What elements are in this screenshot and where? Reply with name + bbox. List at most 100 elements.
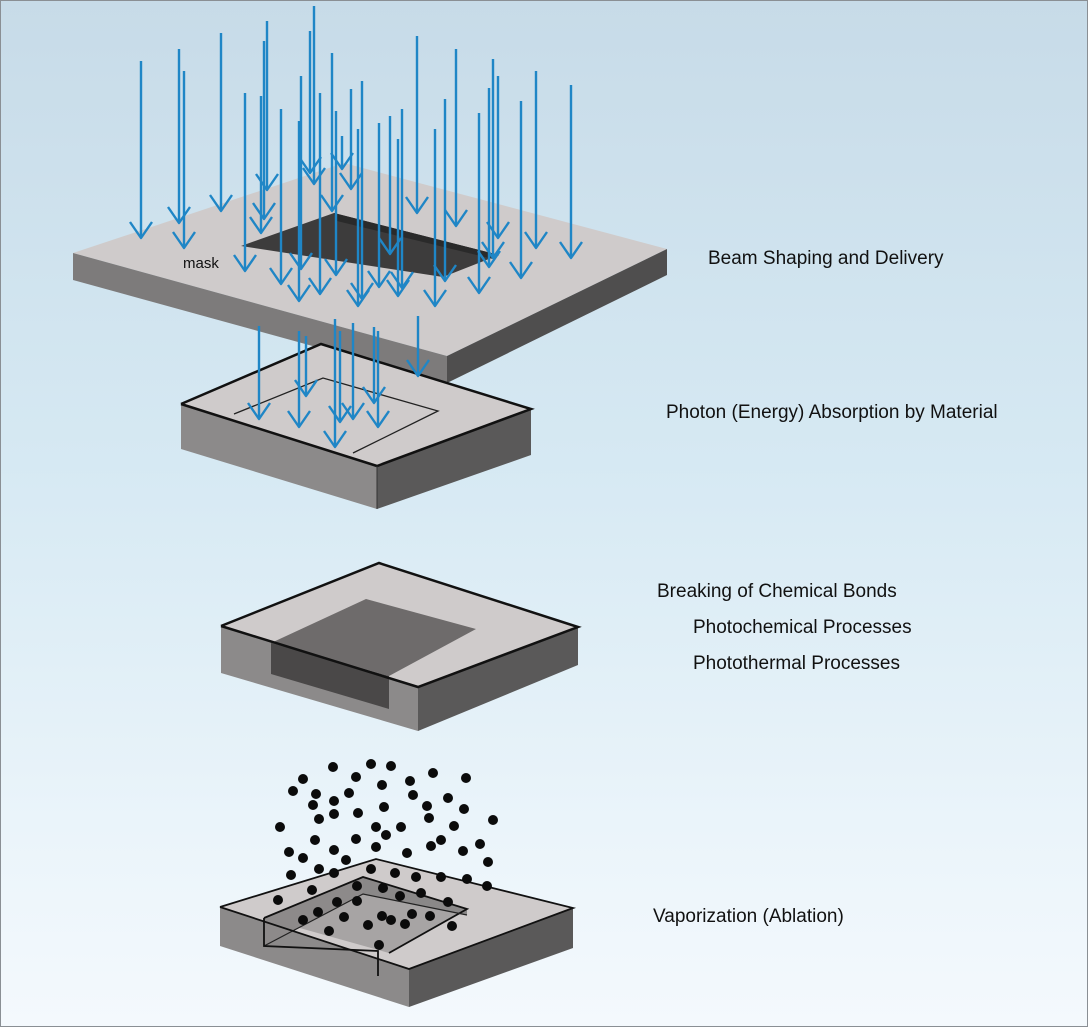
photon-arrow-head — [481, 241, 505, 260]
vapor-particle — [426, 841, 436, 851]
vapor-particle — [396, 822, 406, 832]
vapor-particle — [314, 814, 324, 824]
vapor-particle — [443, 793, 453, 803]
photon-arrow-head — [249, 216, 273, 235]
vapor-particle — [411, 872, 421, 882]
photon-arrow-head — [167, 206, 191, 225]
vapor-particle — [475, 839, 485, 849]
vapor-particle — [324, 926, 334, 936]
vapor-particle — [390, 868, 400, 878]
ablated-substrate — [219, 858, 577, 1007]
vapor-particle — [461, 773, 471, 783]
photon-arrow-head — [172, 231, 196, 250]
mask-label: mask — [183, 255, 219, 272]
photon-arrow-head — [320, 194, 344, 213]
photon-arrow-head — [366, 410, 390, 429]
vapor-particle — [284, 847, 294, 857]
photon-arrow-head — [233, 254, 257, 273]
photon-arrow-head — [302, 167, 326, 186]
vapor-particle — [386, 761, 396, 771]
vapor-particle — [313, 907, 323, 917]
vapor-particle — [424, 813, 434, 823]
vapor-particle — [459, 804, 469, 814]
photon-arrow-head — [324, 258, 348, 277]
photon-arrow-head — [323, 430, 347, 449]
photon-arrow-head — [308, 277, 332, 296]
modified-region-depth — [271, 643, 389, 709]
vapor-particle — [298, 853, 308, 863]
vapor-particle — [458, 846, 468, 856]
photon-arrow-head — [255, 173, 279, 192]
vapor-particle — [422, 801, 432, 811]
photon-arrow-head — [433, 264, 457, 283]
step-beam-shaping-label: Beam Shaping and Delivery — [708, 248, 944, 269]
vapor-particle — [298, 774, 308, 784]
vapor-particle — [353, 808, 363, 818]
photon-arrow-head — [524, 231, 548, 250]
vapor-particle — [381, 830, 391, 840]
photon-arrow-head — [477, 250, 501, 269]
photon-arrow-head — [298, 156, 322, 175]
vapor-particle — [407, 909, 417, 919]
vapor-particle — [377, 780, 387, 790]
vapor-particle — [329, 868, 339, 878]
vapor-particle — [416, 888, 426, 898]
vapor-particle — [351, 834, 361, 844]
vapor-particle — [341, 855, 351, 865]
vapor-particle — [288, 786, 298, 796]
photon-arrow-head — [129, 221, 153, 240]
photon-arrow-head — [252, 202, 276, 221]
vapor-particle — [408, 790, 418, 800]
vapor-particle — [378, 883, 388, 893]
vapor-particle — [352, 881, 362, 891]
vapor-particle — [395, 891, 405, 901]
vapor-particle — [329, 809, 339, 819]
photochemical-processes-label: Photochemical Processes — [693, 617, 912, 638]
vapor-particle — [379, 802, 389, 812]
vapor-particle — [328, 762, 338, 772]
photon-arrow-head — [406, 359, 430, 378]
vaporized-particles — [273, 759, 498, 950]
photon-arrow-head — [467, 276, 491, 295]
photon-arrow-head — [269, 267, 293, 286]
vapor-particle — [405, 776, 415, 786]
vapor-particle — [366, 759, 376, 769]
vapor-particle — [483, 857, 493, 867]
vapor-particle — [436, 872, 446, 882]
vapor-particle — [298, 915, 308, 925]
mask-side-face — [447, 249, 667, 383]
vapor-particle — [449, 821, 459, 831]
photothermal-processes-label: Photothermal Processes — [693, 653, 900, 674]
vapor-particle — [377, 911, 387, 921]
photon-arrow-head — [350, 282, 374, 301]
photon-arrow-head — [341, 402, 365, 421]
vapor-particle — [352, 896, 362, 906]
photon-arrow-head — [486, 221, 510, 240]
vapor-particle — [310, 835, 320, 845]
vapor-particle — [344, 788, 354, 798]
vapor-particle — [339, 912, 349, 922]
vapor-particle — [482, 881, 492, 891]
photon-arrow-head — [509, 261, 533, 280]
vapor-particle — [371, 822, 381, 832]
photon-arrow-head — [287, 410, 311, 429]
photon-arrow-head — [423, 289, 447, 308]
vapor-particle — [311, 789, 321, 799]
photon-arrow-head — [367, 270, 391, 289]
vapor-particle — [351, 772, 361, 782]
vapor-particle — [425, 911, 435, 921]
vapor-particle — [371, 842, 381, 852]
vapor-particle — [400, 919, 410, 929]
vapor-particle — [308, 800, 318, 810]
vapor-particle — [447, 921, 457, 931]
vapor-particle — [374, 940, 384, 950]
vapor-particle — [436, 835, 446, 845]
bond-breaking-substrate — [220, 561, 582, 731]
photon-arrow-head — [294, 379, 318, 398]
vapor-particle — [275, 822, 285, 832]
step-bond-breaking-label: Breaking of Chemical Bonds — [657, 581, 897, 602]
photon-arrow-head — [362, 386, 386, 405]
photon-arrow-head — [209, 194, 233, 213]
vapor-particle — [273, 895, 283, 905]
